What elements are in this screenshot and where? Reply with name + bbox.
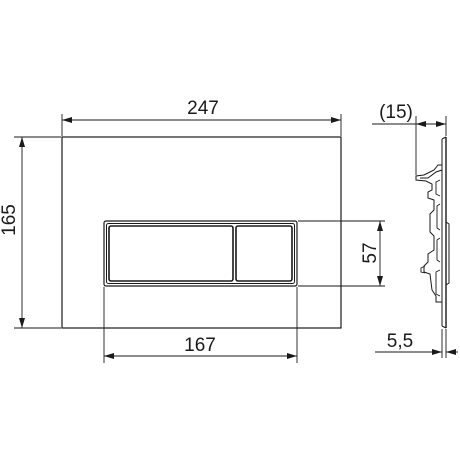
dimension-width: 247 xyxy=(61,98,342,136)
dimension-height: 165 xyxy=(0,136,61,329)
height-label: 165 xyxy=(0,204,20,236)
button-frame-outer xyxy=(103,220,298,287)
cover-plate-outline xyxy=(61,136,342,329)
button-frame-inner xyxy=(106,223,295,284)
width-label: 247 xyxy=(187,98,219,119)
depth-label: (15) xyxy=(379,102,413,123)
button-height-label: 57 xyxy=(360,242,381,263)
dimension-button-height: 57 xyxy=(298,220,385,287)
side-view-profile xyxy=(415,136,450,329)
dimension-button-width: 167 xyxy=(103,287,298,363)
button-width-label: 167 xyxy=(184,335,216,356)
dimension-plate-thickness: 5,5 xyxy=(375,329,458,358)
dimension-depth: (15) xyxy=(372,102,447,175)
large-flush-button xyxy=(108,225,234,282)
small-flush-button xyxy=(235,225,293,282)
plate-thickness-label: 5,5 xyxy=(387,331,413,352)
